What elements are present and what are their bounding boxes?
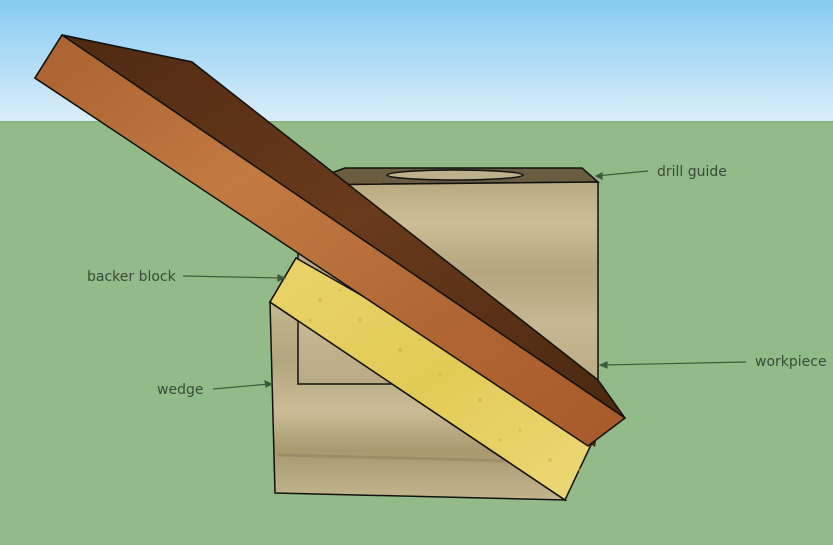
drill-hole xyxy=(386,169,524,181)
label-drill-guide: drill guide xyxy=(657,164,727,180)
label-backer-block: backer block xyxy=(87,269,176,285)
label-workpiece: workpiece xyxy=(755,354,827,370)
label-wedge: wedge xyxy=(157,382,204,398)
